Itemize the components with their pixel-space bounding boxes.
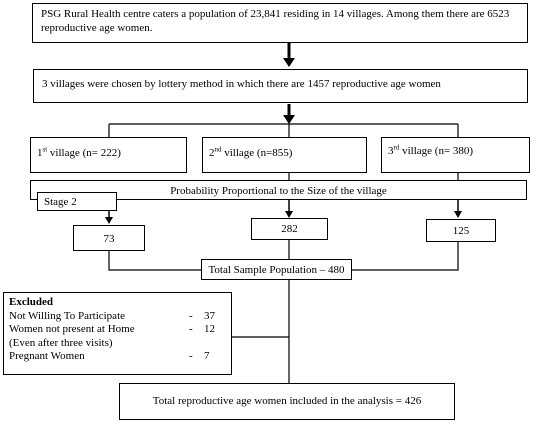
- village-1-box: 1st village (n= 222): [30, 137, 187, 173]
- excluded-box: Excluded Not Willing To Participate - 37…: [3, 292, 232, 375]
- excluded-item-note: (Even after three visits): [9, 336, 113, 349]
- excluded-item: Pregnant Women - 7: [9, 350, 210, 362]
- village-3-box: 3rd village (n= 380): [381, 137, 530, 173]
- total-sample-box: Total Sample Population – 480: [201, 259, 352, 280]
- probability-box: Probability Proportional to the Size of …: [30, 180, 527, 200]
- population-box: PSG Rural Health centre caters a populat…: [32, 3, 528, 43]
- excluded-item: Women not present at Home - 12: [9, 323, 215, 335]
- stage-box: Stage 2: [37, 192, 117, 211]
- lottery-selection-box: 3 villages were chosen by lottery method…: [33, 69, 528, 103]
- sample-3-value: 125: [452, 225, 470, 237]
- village-1-label: village (n= 222): [47, 147, 121, 159]
- sample-2-box: 282: [251, 218, 328, 240]
- sample-1-box: 73: [73, 225, 145, 251]
- sample-2-value: 282: [281, 223, 298, 235]
- arrow-head-2: [283, 115, 295, 124]
- final-analysis-box: Total reproductive age women included in…: [119, 383, 455, 420]
- sample-1-value: 73: [103, 233, 115, 245]
- excluded-item: Not Willing To Participate - 37: [9, 309, 215, 322]
- village-2-label: village (n=855): [221, 147, 293, 159]
- probability-text: Probability Proportional to the Size of …: [170, 185, 387, 197]
- stage-label: Stage 2: [44, 196, 77, 208]
- arrow-head-1: [283, 58, 295, 67]
- lottery-text: 3 villages were chosen by lottery method…: [42, 78, 441, 90]
- sample-3-box: 125: [426, 219, 496, 242]
- village-3-label: village (n= 380): [399, 145, 474, 157]
- total-sample-text: Total Sample Population – 480: [208, 264, 345, 276]
- excluded-title: Excluded: [9, 296, 54, 308]
- final-analysis-text: Total reproductive age women included in…: [152, 395, 422, 407]
- population-text: PSG Rural Health centre caters a populat…: [41, 8, 510, 34]
- village-2-box: 2nd village (n=855): [202, 137, 367, 173]
